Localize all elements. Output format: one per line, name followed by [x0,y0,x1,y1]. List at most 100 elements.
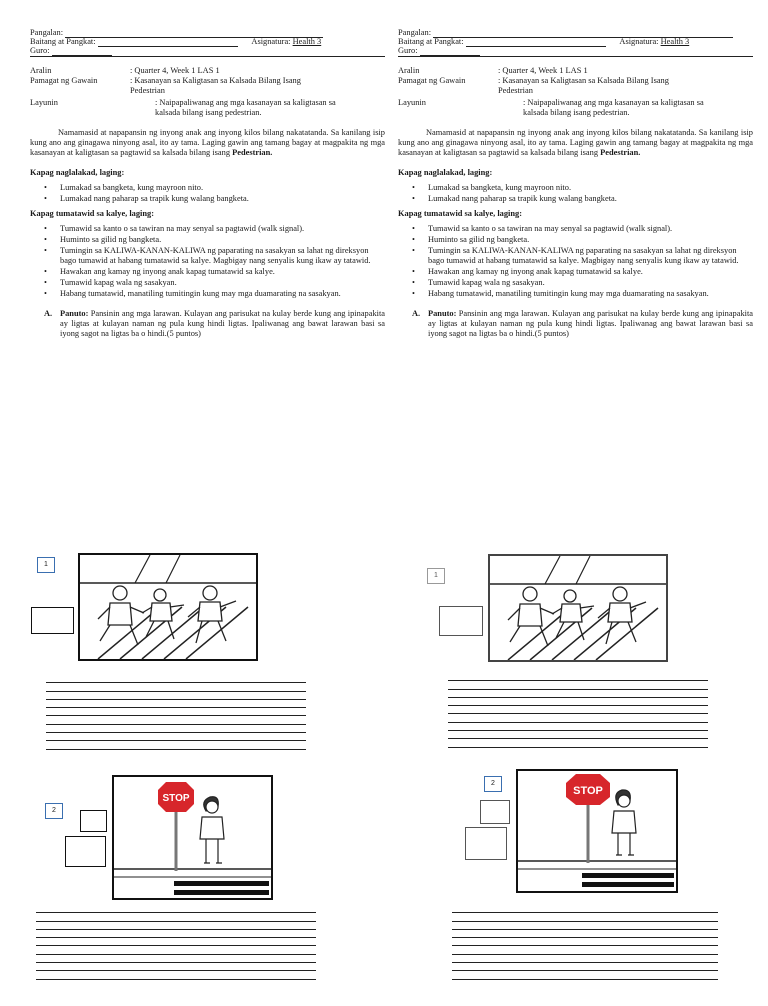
color-box-2b[interactable] [465,827,507,860]
divider [398,55,753,57]
lesson-value: : Quarter 4, Week 1 LAS 1 [130,66,220,75]
grade-field[interactable] [465,39,606,47]
name-label: Pangalan: [398,28,432,37]
goal-row: Layunin : Naipapaliwanag ang mga kasanay… [30,98,385,118]
teacher-field[interactable] [419,48,480,56]
color-box-2b[interactable] [65,836,106,867]
grade-label: Baitang at Pangkat: [30,37,96,46]
answer-lines-2[interactable] [36,905,316,980]
task-text: Panuto: Pansinin ang mga larawan. Kulaya… [60,309,385,339]
worksheet-left: Pangalan: Baitang at Pangkat: Asignatura… [30,28,385,339]
name-label: Pangalan: [30,28,64,37]
picture-number-2: 2 [484,776,502,792]
walking-title: Kapag naglalakad, laging: [30,168,125,177]
worksheet-right: Pangalan: Baitang at Pangkat: Asignatura… [398,28,753,339]
name-row: Pangalan: [398,28,753,38]
list-item: Tumingin sa KALIWA-KANAN-KALIWA ng papar… [398,246,753,266]
title-label: Pamagat ng Gawain [398,76,466,85]
girl-at-stop-sign-icon: STOP [112,775,273,900]
task-instructions: A. Panuto: Pansinin ang mga larawan. Kul… [30,309,385,339]
girl-at-stop-sign-icon: STOP [516,769,678,893]
stop-sign-text: STOP [162,793,189,804]
picture-number-1: 1 [37,557,55,573]
color-box-2a[interactable] [80,810,107,832]
answer-lines-2[interactable] [452,905,718,980]
color-box-2a[interactable] [480,800,510,824]
teacher-field[interactable] [51,48,112,56]
teacher-row: Guro: [398,46,753,56]
intro-paragraph: Namamasid at napapansin ng inyong anak a… [398,128,753,158]
walking-list: Lumakad sa bangketa, kung mayroon nito. … [30,183,385,204]
children-crossing-icon [488,554,668,662]
task-bold: Panuto: [428,309,457,318]
intro-bold: Pedestrian. [600,148,641,157]
children-crossing-icon [78,553,258,661]
picture-number-2: 2 [45,803,63,819]
color-box-1[interactable] [31,607,74,634]
name-field[interactable] [65,30,324,38]
task-instructions: A. Panuto: Pansinin ang mga larawan. Kul… [398,309,753,339]
walking-title: Kapag naglalakad, laging: [398,168,493,177]
list-item: Hawakan ang kamay ng inyong anak kapag t… [398,267,753,277]
list-item: Lumakad nang paharap sa trapik kung wala… [398,194,753,204]
subject-label: Asignatura: [619,37,659,46]
answer-lines-1[interactable] [46,675,306,750]
walking-list: Lumakad sa bangketa, kung mayroon nito. … [398,183,753,204]
task-label: A. [44,309,53,318]
goal-value: : Naipapaliwanag ang mga kasanayan sa ka… [523,98,704,117]
teacher-label: Guro: [30,46,50,55]
task-body: Pansinin ang mga larawan. Kulayan ang pa… [428,309,753,338]
list-item: Hawakan ang kamay ng inyong anak kapag t… [30,267,385,277]
color-box-1[interactable] [439,606,483,636]
list-item: Huminto sa gilid ng bangketa. [30,235,385,245]
intro-text: Namamasid at napapansin ng inyong anak a… [30,128,385,157]
teacher-row: Guro: [30,46,385,56]
task-bold: Panuto: [60,309,89,318]
title-value: : Kasanayan sa Kaligtasan sa Kalsada Bil… [130,76,301,95]
lesson-row: Aralin : Quarter 4, Week 1 LAS 1 [30,66,385,76]
lesson-row: Aralin : Quarter 4, Week 1 LAS 1 [398,66,753,76]
task-text: Panuto: Pansinin ang mga larawan. Kulaya… [428,309,753,339]
list-item: Huminto sa gilid ng bangketa. [398,235,753,245]
divider [30,55,385,57]
list-item: Lumakad nang paharap sa trapik kung wala… [30,194,385,204]
intro-bold: Pedestrian. [232,148,273,157]
answer-lines-1[interactable] [448,673,708,748]
grade-row: Baitang at Pangkat: Asignatura: Health 3 [30,37,385,47]
goal-label: Layunin [30,98,58,107]
crossing-list: Tumawid sa kanto o sa tawiran na may sen… [30,224,385,299]
list-item: Tumawid sa kanto o sa tawiran na may sen… [30,224,385,234]
title-row: Pamagat ng Gawain : Kasanayan sa Kaligta… [398,76,753,96]
name-row: Pangalan: [30,28,385,38]
crossing-title: Kapag tumatawid sa kalye, laging: [30,209,155,218]
crossing-list: Tumawid sa kanto o sa tawiran na may sen… [398,224,753,299]
lesson-label: Aralin [398,66,420,75]
lesson-value: : Quarter 4, Week 1 LAS 1 [498,66,588,75]
crossing-title: Kapag tumatawid sa kalye, laging: [398,209,523,218]
name-field[interactable] [433,30,734,38]
teacher-label: Guro: [398,46,418,55]
list-item: Lumakad sa bangketa, kung mayroon nito. [30,183,385,193]
title-label: Pamagat ng Gawain [30,76,98,85]
intro-paragraph: Namamasid at napapansin ng inyong anak a… [30,128,385,158]
list-item: Tumawid kapag wala ng sasakyan. [30,278,385,288]
list-item: Lumakad sa bangketa, kung mayroon nito. [398,183,753,193]
picture-number-1: 1 [427,568,445,584]
list-item: Tumingin sa KALIWA-KANAN-KALIWA ng papar… [30,246,385,266]
goal-row: Layunin : Naipapaliwanag ang mga kasanay… [398,98,753,118]
grade-row: Baitang at Pangkat: Asignatura: Health 3 [398,37,753,47]
intro-text: Namamasid at napapansin ng inyong anak a… [398,128,753,157]
task-body: Pansinin ang mga larawan. Kulayan ang pa… [60,309,385,338]
lesson-label: Aralin [30,66,52,75]
list-item: Tumawid sa kanto o sa tawiran na may sen… [398,224,753,234]
subject-value: Health 3 [292,37,322,46]
grade-field[interactable] [97,39,238,47]
grade-label: Baitang at Pangkat: [398,37,464,46]
stop-sign-text: STOP [573,785,603,797]
title-value: : Kasanayan sa Kaligtasan sa Kalsada Bil… [498,76,669,95]
title-row: Pamagat ng Gawain : Kasanayan sa Kaligta… [30,76,385,96]
task-label: A. [412,309,421,318]
subject-label: Asignatura: [251,37,291,46]
list-item: Habang tumatawid, manatiling tumitingin … [30,289,385,299]
list-item: Tumawid kapag wala ng sasakyan. [398,278,753,288]
